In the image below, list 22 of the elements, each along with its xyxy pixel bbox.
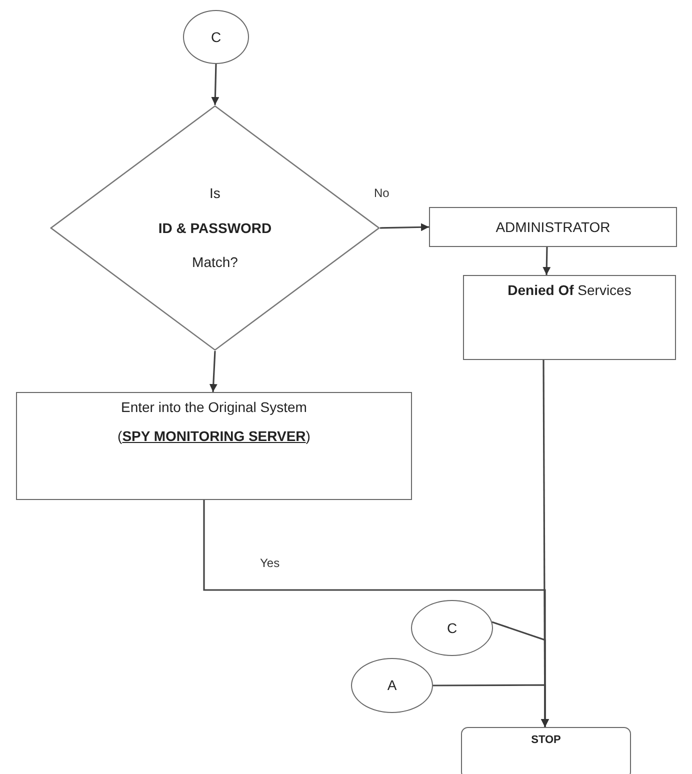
arrow bbox=[211, 64, 220, 106]
node-text: A bbox=[387, 677, 397, 694]
arrow bbox=[209, 350, 218, 392]
node-text: C bbox=[446, 620, 458, 636]
node-text: ID & PASSWORD bbox=[158, 220, 272, 236]
process-box bbox=[429, 207, 677, 247]
node-text: Enter into the Original System bbox=[121, 399, 307, 416]
node-text: Denied Of Services bbox=[508, 282, 632, 299]
node-text: C bbox=[210, 28, 222, 46]
node-text: Is bbox=[210, 184, 220, 202]
node-text: ADMINISTRATOR bbox=[496, 218, 610, 236]
edge-label: No bbox=[372, 186, 392, 200]
terminal-box bbox=[461, 727, 631, 774]
node-text: Match? bbox=[192, 254, 238, 272]
arrow bbox=[542, 246, 551, 276]
process-box bbox=[16, 392, 412, 500]
arrow bbox=[380, 223, 430, 232]
edge-label: Yes bbox=[258, 556, 282, 570]
arrow bbox=[433, 684, 549, 727]
process-box bbox=[463, 275, 676, 360]
node-text: STOP bbox=[531, 734, 561, 748]
node-text: (SPY MONITORING SERVER) bbox=[118, 428, 310, 445]
